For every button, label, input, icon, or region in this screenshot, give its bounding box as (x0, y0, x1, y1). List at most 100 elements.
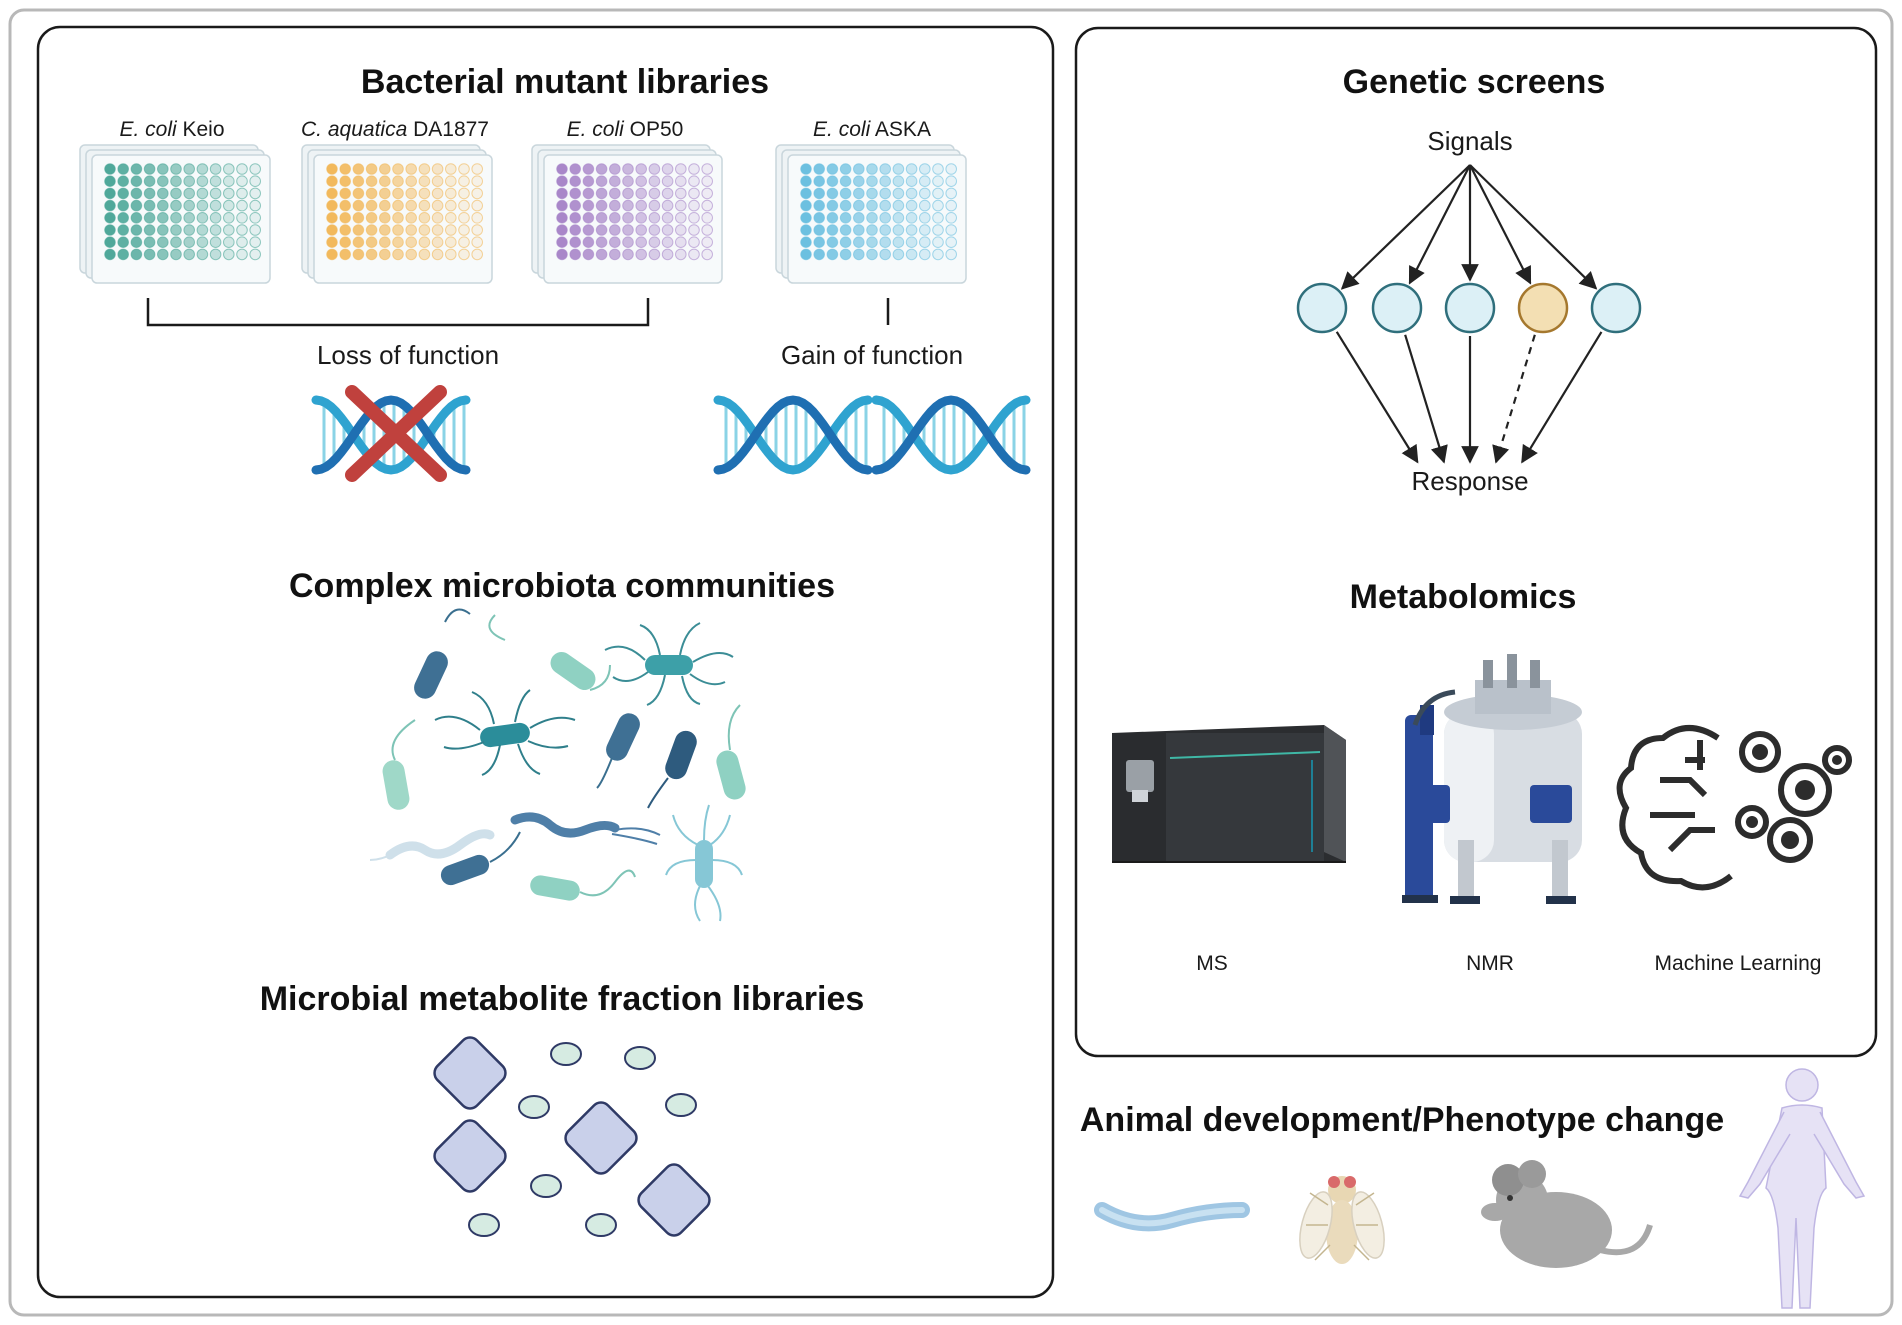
well (905, 248, 918, 261)
well (471, 236, 483, 248)
well (405, 224, 417, 236)
well (130, 224, 143, 236)
well (379, 187, 391, 200)
well (170, 212, 182, 224)
well (196, 224, 209, 236)
well (445, 175, 457, 188)
well (170, 236, 182, 248)
well (688, 187, 700, 200)
well (236, 248, 248, 261)
bacterium-rod-icon (440, 831, 521, 886)
well (813, 212, 826, 224)
well (326, 248, 338, 261)
well (365, 187, 378, 200)
well (892, 224, 905, 236)
human-icon (1738, 1068, 1866, 1309)
fraction-diamond (637, 1163, 711, 1237)
well (209, 199, 222, 212)
well (157, 187, 169, 200)
well (905, 236, 918, 248)
well (104, 175, 116, 188)
well (839, 224, 852, 236)
well (183, 248, 195, 261)
well (919, 187, 931, 200)
well (236, 175, 248, 188)
spirochete-icon (510, 812, 661, 845)
well (365, 212, 378, 224)
well (701, 175, 713, 188)
well (905, 187, 918, 200)
well (157, 199, 169, 212)
well (209, 163, 222, 175)
well (853, 163, 865, 175)
well (249, 163, 261, 175)
well (209, 187, 222, 200)
well (661, 187, 674, 200)
well (866, 224, 878, 236)
well (183, 236, 195, 248)
well (622, 187, 634, 200)
well (196, 163, 209, 175)
well (879, 199, 891, 212)
well (458, 175, 470, 188)
well (392, 224, 404, 236)
well (879, 163, 891, 175)
well (919, 224, 931, 236)
well (813, 248, 826, 261)
well (675, 187, 687, 200)
well (932, 224, 944, 236)
genetic-screen-network (1296, 164, 1642, 464)
plate-label-aska: E. coli ASKA (813, 118, 931, 141)
well (635, 236, 647, 248)
response-label: Response (1411, 466, 1528, 496)
well (892, 163, 905, 175)
well (196, 199, 209, 212)
well (143, 224, 156, 236)
well (595, 236, 608, 248)
well (622, 212, 634, 224)
fraction-oval (585, 1213, 617, 1237)
plate-label-op50: E. coli OP50 (567, 118, 684, 141)
well (418, 236, 431, 248)
well (431, 248, 444, 261)
well (932, 187, 944, 200)
well (130, 248, 143, 261)
well (445, 163, 457, 175)
well (352, 199, 365, 212)
well (196, 187, 209, 200)
well (471, 163, 483, 175)
well (853, 236, 865, 248)
well (879, 224, 891, 236)
well (104, 163, 116, 175)
well (405, 187, 417, 200)
well (622, 163, 634, 175)
well (595, 163, 608, 175)
well (945, 175, 957, 188)
well (892, 199, 905, 212)
well (352, 163, 365, 175)
well (675, 224, 687, 236)
mass-spectrometer-icon (1112, 725, 1346, 863)
well (569, 163, 582, 175)
well (582, 187, 595, 200)
well (813, 236, 826, 248)
well (209, 224, 222, 236)
well (919, 248, 931, 261)
well (445, 212, 457, 224)
well (945, 248, 957, 261)
well (236, 224, 248, 236)
mouse-icon (1481, 1160, 1653, 1268)
microbiota-title: Complex microbiota communities (289, 567, 835, 605)
well (609, 212, 621, 224)
well (326, 236, 338, 248)
well (117, 212, 130, 224)
well (556, 236, 568, 248)
dna-icon (871, 395, 1031, 475)
well (249, 236, 261, 248)
well (661, 224, 674, 236)
well (471, 199, 483, 212)
well (143, 175, 156, 188)
machine-learning-label: Machine Learning (1655, 952, 1822, 975)
well (661, 236, 674, 248)
well (675, 212, 687, 224)
